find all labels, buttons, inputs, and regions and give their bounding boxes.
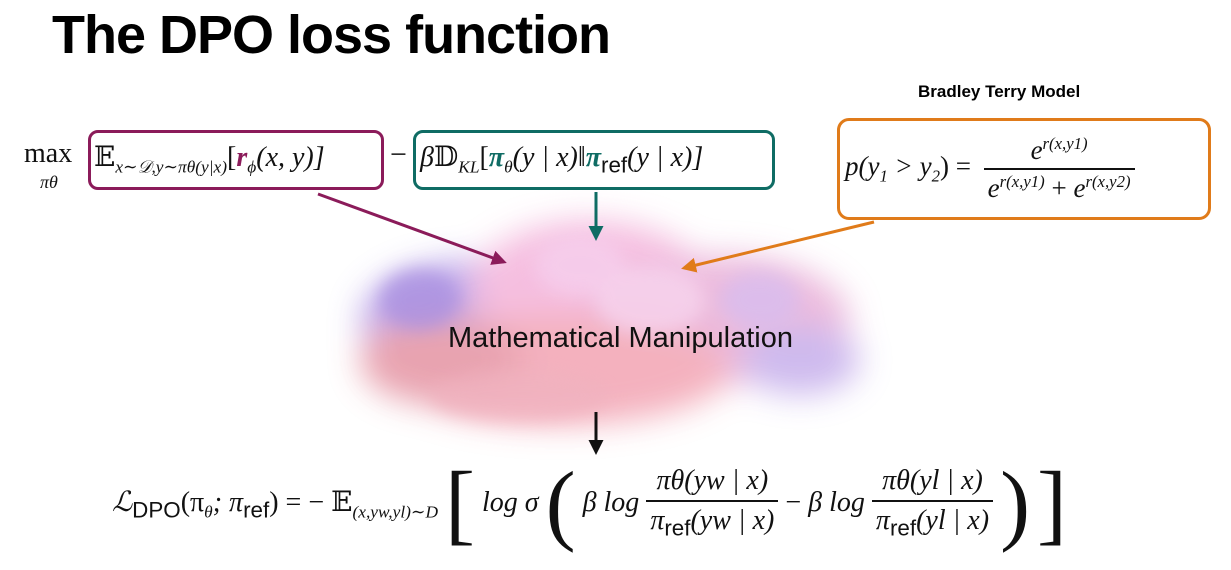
kl-sub: KL [458, 157, 480, 177]
reward-expectation-sub: x∼𝒟,y∼πθ(y|x) [115, 157, 228, 177]
loss-expectation: 𝔼 [331, 485, 353, 518]
cloud-label: Mathematical Manipulation [448, 322, 793, 354]
loss-fraction-1-num: πθ(yw | x) [646, 464, 779, 502]
reward-r-sub: ϕ [247, 157, 257, 177]
kl-term-box [413, 130, 775, 190]
loss-script-l: ℒ [112, 487, 133, 518]
reward-arrow [317, 192, 507, 265]
loss-left-paren: ( [545, 454, 576, 554]
reward-term: 𝔼x∼𝒟,y∼πθ(y|x)[rϕ(x, y)] [94, 140, 325, 185]
loss-fraction-2-num: πθ(yl | x) [871, 464, 994, 502]
bradley-terry-box [837, 118, 1211, 220]
slide-title: The DPO loss function [52, 5, 611, 65]
loss-right-paren: ) [1000, 454, 1031, 554]
kl-pi-ref: π [585, 142, 601, 173]
reward-open-bracket: [ [227, 142, 237, 173]
loss-fraction-2: πθ(yl | x) πref(yl | x) [871, 464, 994, 546]
bt-gt: > y [887, 151, 932, 182]
bradley-terry-heading: Bradley Terry Model [918, 82, 1081, 101]
loss-fraction-2-den: πref(yl | x) [875, 504, 990, 541]
kl-pi-args: (y | x)‖ [512, 142, 586, 173]
loss-right-bracket: ] [1037, 454, 1068, 554]
kl-ref-label: ref [600, 152, 628, 178]
loss-minus: − [785, 487, 802, 518]
kl-pi: π [488, 142, 505, 173]
reward-expectation: 𝔼 [94, 140, 116, 173]
bt-fraction: er(x,y1) er(x,y1) + er(x,y2) [983, 134, 1135, 204]
max-text: max [24, 138, 73, 169]
bt-denominator: er(x,y1) + er(x,y2) [987, 172, 1131, 203]
kl-divergence: 𝔻 [433, 140, 459, 173]
loss-fraction-1: πθ(yw | x) πref(yw | x) [646, 464, 779, 546]
kl-pi-sub: θ [504, 157, 513, 177]
reward-args: (x, y)] [256, 142, 325, 173]
max-subscript: πθ [40, 172, 58, 192]
bradley-terry-arrow [681, 220, 875, 273]
kl-open-bracket: [ [479, 142, 489, 173]
dpo-loss-formula: ℒDPO(πθ; πref) = − 𝔼(x,yw,yl)∼D [ log σ … [112, 454, 1068, 554]
loss-dpo-sub: DPO [132, 497, 181, 523]
loss-fraction-1-den: πref(yw | x) [650, 504, 775, 541]
loss-expectation-sub: (x,yw,yl)∼D [352, 502, 439, 522]
loss-beta-log-2: β log [808, 487, 865, 518]
objective-minus: − [390, 138, 407, 171]
loss-beta-log-1: β log [582, 487, 640, 518]
loss-log-sigma: log σ [482, 487, 539, 518]
loss-left-bracket: [ [445, 454, 475, 554]
max-operator: max [24, 139, 72, 169]
kl-beta: β [420, 142, 434, 173]
bt-numerator: er(x,y1) [983, 134, 1135, 170]
bt-eq: ) = [939, 151, 971, 182]
bt-lhs: p(y [845, 151, 880, 182]
kl-ref-args: (y | x)] [627, 142, 704, 173]
reward-r: r [236, 142, 248, 173]
kl-term: β𝔻KL[πθ(y | x)‖πref(y | x)] [420, 140, 703, 185]
bradley-terry-formula: p(y1 > y2) = er(x,y1) er(x,y1) + er(x,y2… [845, 134, 1135, 204]
reward-term-box [88, 130, 384, 190]
